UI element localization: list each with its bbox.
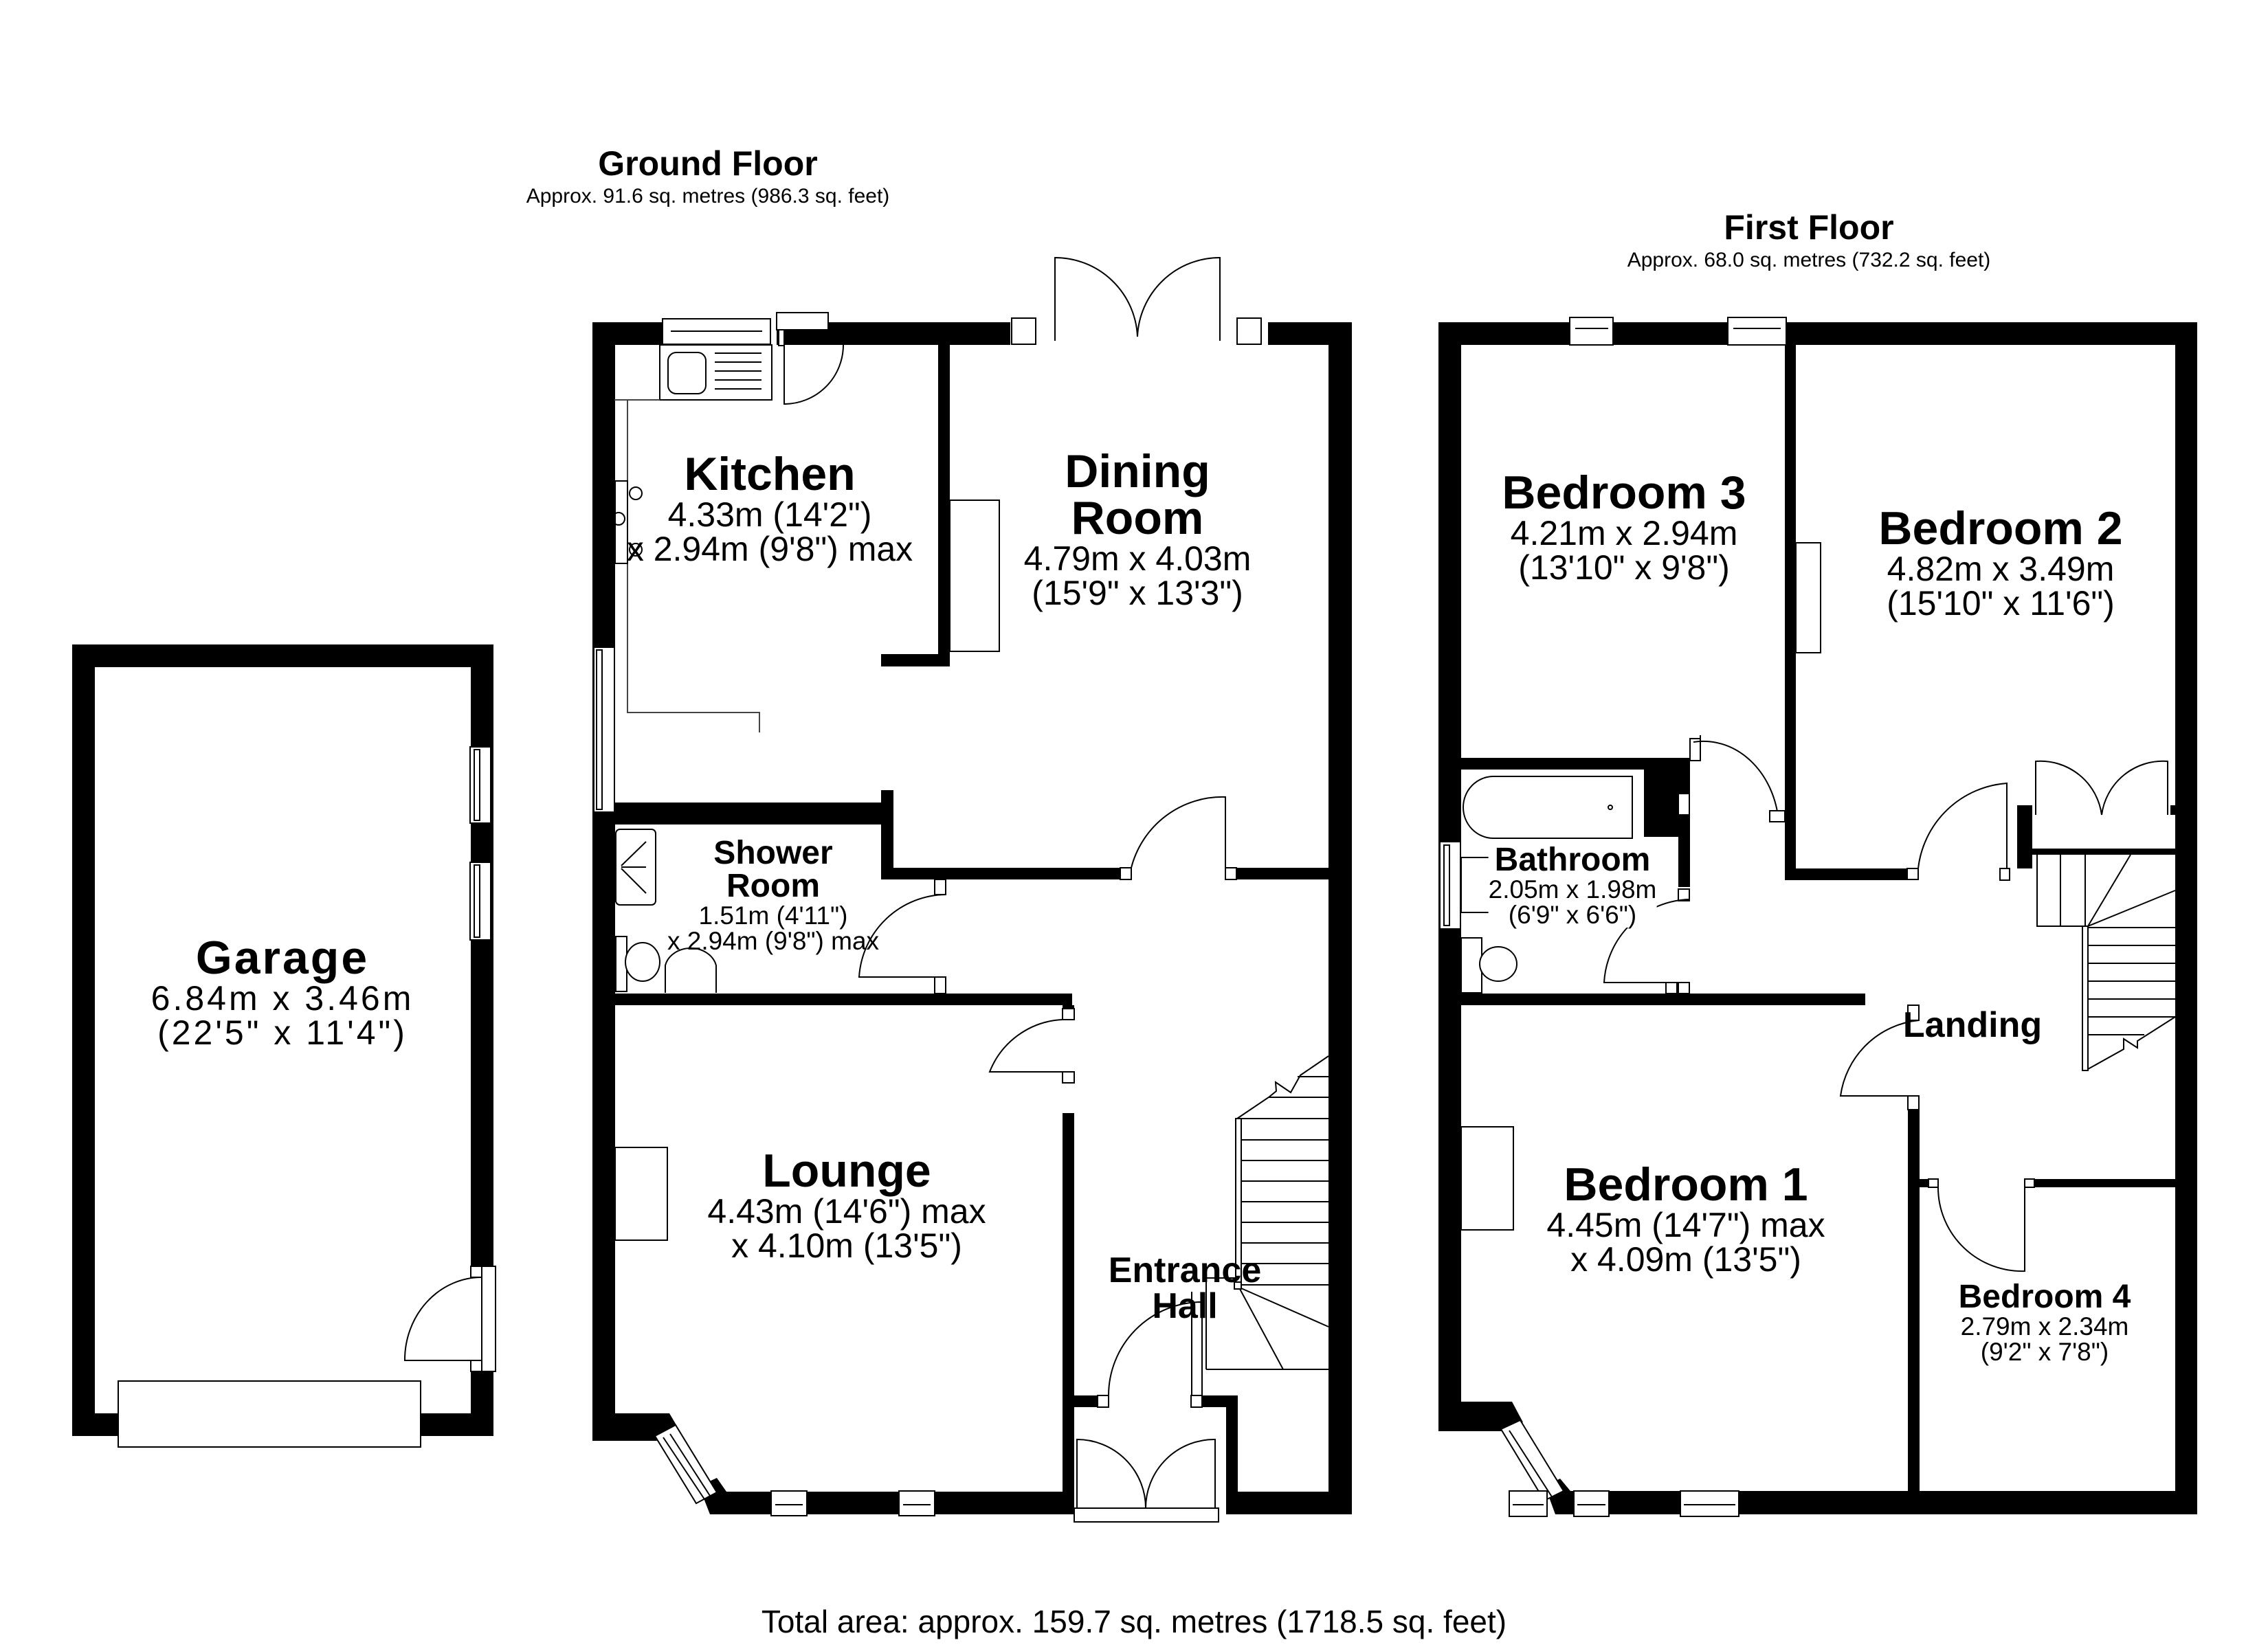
room-label-lounge: Lounge 4.43m (14'6") max x 4.10m (13'5"): [707, 1147, 986, 1263]
garage-window-1: [469, 746, 491, 824]
first-floor-heading: First Floor Approx. 68.0 sq. metres (732…: [1627, 210, 1991, 271]
kitchen-hob: [612, 480, 643, 564]
room-dimensions: 4.82m x 3.49m: [1887, 550, 2115, 588]
first-floor-stairs: [2036, 854, 2176, 1071]
room-dimensions: 2.79m x 2.34m: [1960, 1312, 2129, 1340]
front-door: [1074, 1438, 1219, 1523]
garage-door: [118, 1380, 421, 1448]
cupboard-doors: [2035, 760, 2168, 816]
bedroom3-window: [1569, 317, 1614, 346]
garage-plan: [72, 644, 496, 1448]
kitchen-window: [662, 318, 771, 345]
room-label-bedroom-1: Bedroom 1 4.45m (14'7") max x 4.09m (13'…: [1546, 1161, 1825, 1277]
room-dimensions-imperial: (9'2" x 7'8"): [1980, 1338, 2109, 1366]
room-dimensions: 4.45m (14'7") max: [1546, 1206, 1825, 1244]
room-dimensions: 6.84m x 3.46m: [151, 979, 414, 1018]
room-dimensions-imperial: x 4.09m (13'5"): [1570, 1240, 1801, 1279]
room-name: Entrance: [1108, 1250, 1262, 1290]
room-dimensions: 4.79m x 4.03m: [1023, 539, 1252, 578]
kitchen-side-window: [593, 647, 615, 813]
room-name: Bedroom 2: [1878, 502, 2123, 554]
room-name-line2: Room: [1071, 492, 1204, 544]
ground-floor-stairs: [1191, 1055, 1329, 1395]
shower-room-basin: [665, 947, 717, 993]
room-label-entrance-hall: Entrance Hall: [1109, 1253, 1262, 1324]
room-name: Bedroom 4: [1958, 1279, 2131, 1315]
garage-side-door: [403, 1266, 496, 1372]
room-dimensions: 4.21m x 2.94m: [1510, 514, 1738, 552]
room-dimensions-imperial: (15'9" x 13'3"): [1032, 574, 1243, 612]
room-label-bedroom-3: Bedroom 3 4.21m x 2.94m (13'10" x 9'8"): [1502, 469, 1746, 585]
room-label-bedroom-4: Bedroom 4 2.79m x 2.34m (9'2" x 7'8"): [1959, 1281, 2131, 1365]
dining-french-doors: [1011, 256, 1262, 345]
room-name: Garage: [195, 932, 370, 984]
room-dimensions: 4.43m (14'6") max: [707, 1192, 986, 1231]
room-dimensions-imperial: (22'5" x 11'4"): [157, 1013, 408, 1052]
bathroom-toilet: [1460, 937, 1517, 994]
room-name: Shower: [713, 835, 833, 871]
bathroom-window: [1439, 841, 1461, 930]
room-label-dining-room: Dining Room 4.79m x 4.03m (15'9" x 13'3"…: [1024, 448, 1252, 610]
first-floor-title: First Floor: [1724, 208, 1894, 247]
room-name: Landing: [1902, 1005, 2043, 1045]
garage-window-2: [469, 862, 491, 941]
room-dimensions: 1.51m (4'11"): [698, 901, 848, 930]
bathtub: [1463, 776, 1633, 839]
bedroom4-window: [1680, 1490, 1739, 1517]
bedroom1-window-b: [1573, 1490, 1610, 1517]
ground-floor-heading: Ground Floor Approx. 91.6 sq. metres (98…: [526, 146, 890, 207]
lounge-window-a: [770, 1490, 808, 1516]
room-dimensions-imperial: (13'10" x 9'8"): [1518, 548, 1730, 587]
first-floor-plan: [1438, 317, 2197, 1517]
shower-room-toilet: [615, 936, 660, 992]
lounge-bay-window: [654, 1424, 718, 1505]
room-name: Bathroom: [1494, 842, 1651, 878]
room-name: Dining: [1065, 445, 1210, 497]
ground-floor-plan: [592, 256, 1352, 1523]
room-label-shower-room: Shower Room 1.51m (4'11") x 2.94m (9'8")…: [667, 837, 879, 954]
room-dimensions-imperial: (6'9" x 6'6"): [1508, 901, 1637, 929]
room-label-bathroom: Bathroom 2.05m x 1.98m (6'9" x 6'6"): [1488, 842, 1657, 929]
room-name: Bedroom 3: [1502, 467, 1746, 519]
kitchen-sink: [659, 344, 772, 401]
shower-tray: [615, 829, 656, 906]
bedroom2-window: [1727, 317, 1787, 346]
room-dimensions-imperial: (15'10" x 11'6"): [1887, 584, 2115, 622]
bedroom1-window-a: [1509, 1490, 1548, 1517]
ground-floor-area: Approx. 91.6 sq. metres (986.3 sq. feet): [526, 185, 890, 207]
bedroom1-bay-window: [1500, 1419, 1565, 1502]
room-name: Lounge: [762, 1145, 931, 1197]
room-label-landing: Landing: [1903, 1007, 2042, 1043]
room-name-line2: Hall: [1152, 1286, 1218, 1326]
room-name: Bedroom 1: [1564, 1158, 1808, 1211]
lounge-window-b: [898, 1490, 935, 1516]
room-name-line2: Room: [726, 868, 820, 904]
room-name: Kitchen: [684, 448, 856, 500]
room-dimensions: 4.33m (14'2"): [667, 495, 872, 534]
first-floor-area: Approx. 68.0 sq. metres (732.2 sq. feet): [1627, 249, 1991, 271]
room-dimensions: 2.05m x 1.98m: [1488, 875, 1657, 904]
room-label-garage: Garage 6.84m x 3.46m (22'5" x 11'4"): [151, 934, 414, 1050]
ground-floor-title: Ground Floor: [598, 144, 818, 183]
room-dimensions-imperial: x 2.94m (9'8") max: [667, 927, 880, 955]
total-area: Total area: approx. 159.7 sq. metres (17…: [761, 1604, 1507, 1639]
room-label-kitchen: Kitchen 4.33m (14'2") x 2.94m (9'8") max: [627, 451, 913, 566]
room-label-bedroom-2: Bedroom 2 4.82m x 3.49m (15'10" x 11'6"): [1878, 505, 2122, 620]
room-dimensions-imperial: x 2.94m (9'8") max: [626, 530, 913, 568]
kitchen-back-door: [776, 312, 845, 405]
room-dimensions-imperial: x 4.10m (13'5"): [731, 1226, 962, 1265]
